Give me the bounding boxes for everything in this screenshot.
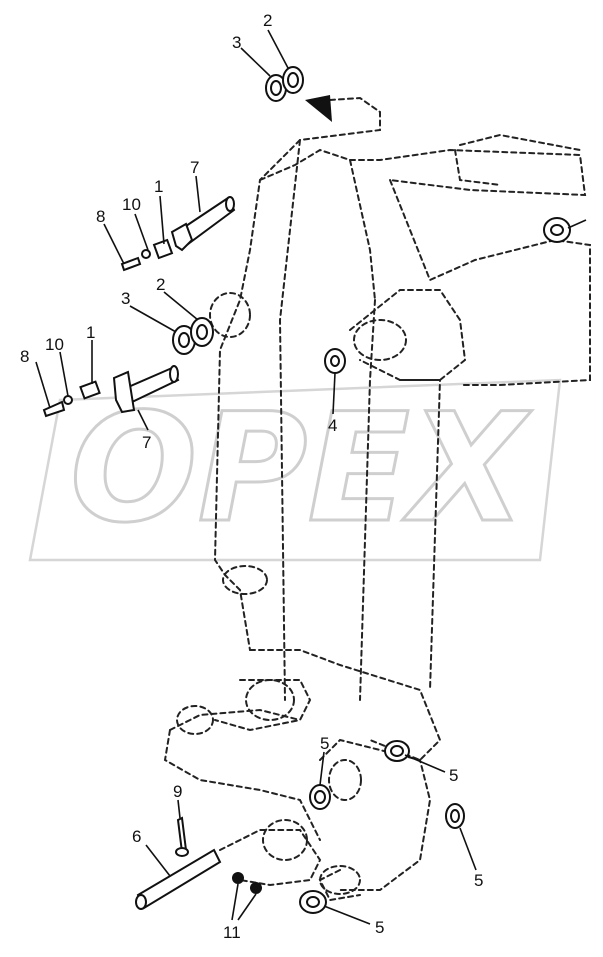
opex-watermark: OPEX	[28, 378, 562, 562]
callout-1-lower: 1	[86, 323, 95, 342]
watermark-gear-outline	[28, 378, 562, 562]
callout-labels: 2 3 7 10 1 8 2 3 10 1 8 7 4 5 5 5 5 9 6 …	[20, 11, 483, 942]
callout-5-b: 5	[449, 766, 458, 785]
pin-6-assembly	[135, 816, 262, 910]
washer-4	[324, 348, 346, 374]
watermark-text: OPEX	[70, 382, 532, 556]
callout-8-upper: 8	[96, 207, 105, 226]
washer-pair-middle	[172, 317, 214, 355]
washers-5	[299, 740, 465, 914]
callout-7-lower: 7	[142, 433, 151, 452]
callout-9: 9	[173, 782, 182, 801]
pin-assembly-lower	[42, 365, 180, 418]
callout-7-upper: 7	[190, 158, 199, 177]
callout-5-c: 5	[474, 871, 483, 890]
washer-pair-top	[265, 66, 332, 122]
callout-8-lower: 8	[20, 347, 29, 366]
callout-5-a: 5	[320, 734, 329, 753]
callout-2-top: 2	[263, 11, 272, 30]
washer-top-right	[543, 217, 571, 243]
wedge-marker	[305, 95, 332, 122]
callout-1-upper: 1	[154, 177, 163, 196]
callout-6: 6	[132, 827, 141, 846]
callout-2-middle: 2	[156, 275, 165, 294]
leader-lines	[35, 29, 587, 925]
callout-4: 4	[328, 416, 337, 435]
callout-3-middle: 3	[121, 289, 130, 308]
callout-5-d: 5	[375, 918, 384, 937]
callout-10-upper: 10	[122, 195, 141, 214]
pin-assembly-upper	[120, 196, 236, 272]
callout-3-top: 3	[232, 33, 241, 52]
arm-outline	[163, 96, 591, 902]
callout-10-lower: 10	[45, 335, 64, 354]
callout-11: 11	[223, 923, 241, 942]
